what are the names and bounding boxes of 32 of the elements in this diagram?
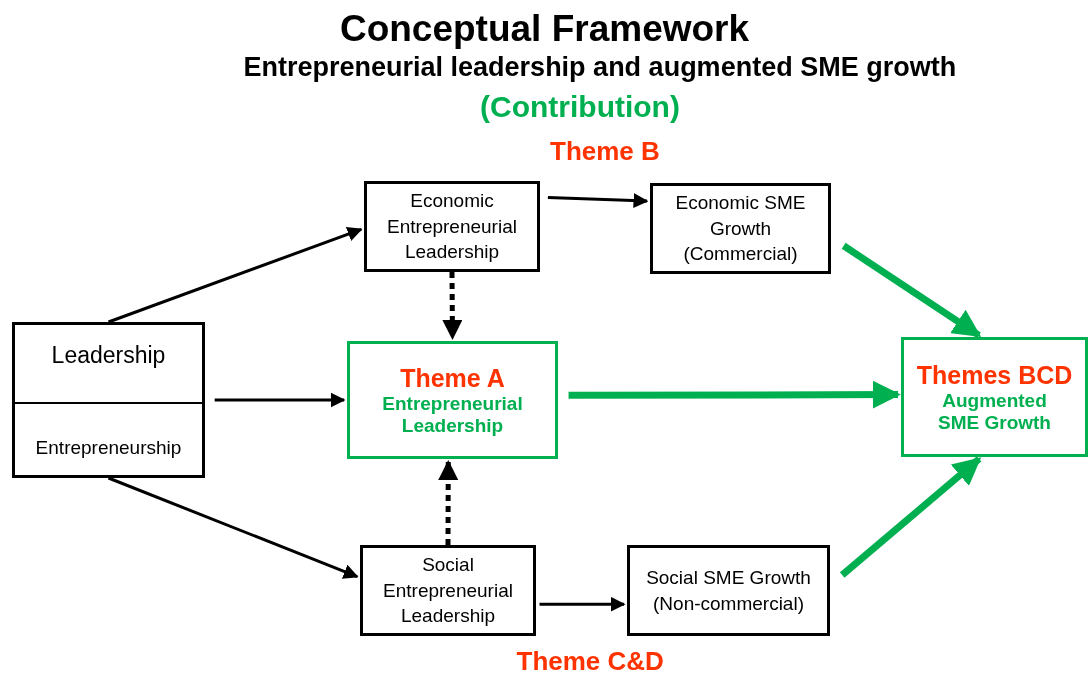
arrow <box>841 242 982 339</box>
arrow <box>107 476 359 579</box>
concept-box <box>364 181 540 272</box>
theme-heading: Themes BCD <box>916 360 1073 390</box>
arrow <box>442 272 463 340</box>
theme-box <box>901 337 1088 457</box>
arrow <box>568 380 901 409</box>
contribution-label: (Contribution) <box>480 90 680 124</box>
concept-box <box>650 183 831 274</box>
node-text: Entrepreneurial Leadership <box>381 392 524 437</box>
arrow <box>547 193 649 209</box>
arrow <box>438 460 459 545</box>
node-text: Social Entrepreneurial Leadership <box>382 553 514 629</box>
concept-box <box>360 545 536 636</box>
theme-heading: Theme A <box>400 363 505 393</box>
arrow <box>108 226 363 324</box>
theme-label: Theme B <box>550 136 660 167</box>
node-text: Economic Entrepreneurial Leadership <box>386 189 518 265</box>
node-text: Leadership <box>51 341 166 369</box>
node-text: Economic SME Growth (Commercial) <box>674 191 807 267</box>
arrow <box>214 392 346 408</box>
concept-box <box>627 545 830 636</box>
theme-box <box>347 341 558 459</box>
node-text: Augmented SME Growth <box>937 389 1052 434</box>
node-text: Entrepreneurship <box>35 436 182 459</box>
concept-box <box>12 322 205 478</box>
subtitle: Entrepreneurial leadership and augmented SME growth <box>243 52 957 83</box>
node-text: Social SME Growth (Non-commercial) <box>645 565 812 616</box>
theme-label: Theme C&D <box>516 646 664 675</box>
diagram-title: Conceptual Framework <box>338 8 751 50</box>
arrow <box>539 596 626 612</box>
arrow <box>839 456 982 578</box>
